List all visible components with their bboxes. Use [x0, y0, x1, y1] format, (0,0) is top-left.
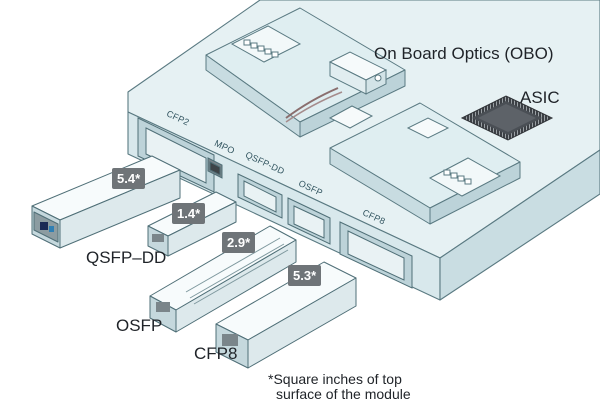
heatsink-right [428, 157, 502, 197]
obo-module [285, 51, 450, 139]
footnote-line-1: *Square inches of top [268, 371, 402, 387]
asic-label: ASIC [520, 88, 560, 107]
chassis-side [439, 149, 600, 301]
osfp-label: OSFP [116, 316, 163, 335]
front-ports [137, 117, 413, 289]
badge-osfp: 2.9* [222, 232, 256, 253]
footnote: *Square inches of top surface of the mod… [268, 372, 411, 402]
badge-cfp8: 5.3* [288, 265, 322, 286]
obo-label: On Board Optics (OBO) [374, 44, 554, 63]
badge-qsfp-dd: 1.4* [172, 203, 206, 224]
footnote-line-2: surface of the module [276, 386, 411, 402]
asic-chip [460, 95, 554, 141]
heatsink-top [230, 25, 302, 63]
qsfp-dd-label: QSFP–DD [86, 248, 167, 267]
cfp8-label: CFP8 [194, 344, 238, 363]
badge-cfp2: 5.4* [112, 168, 146, 189]
